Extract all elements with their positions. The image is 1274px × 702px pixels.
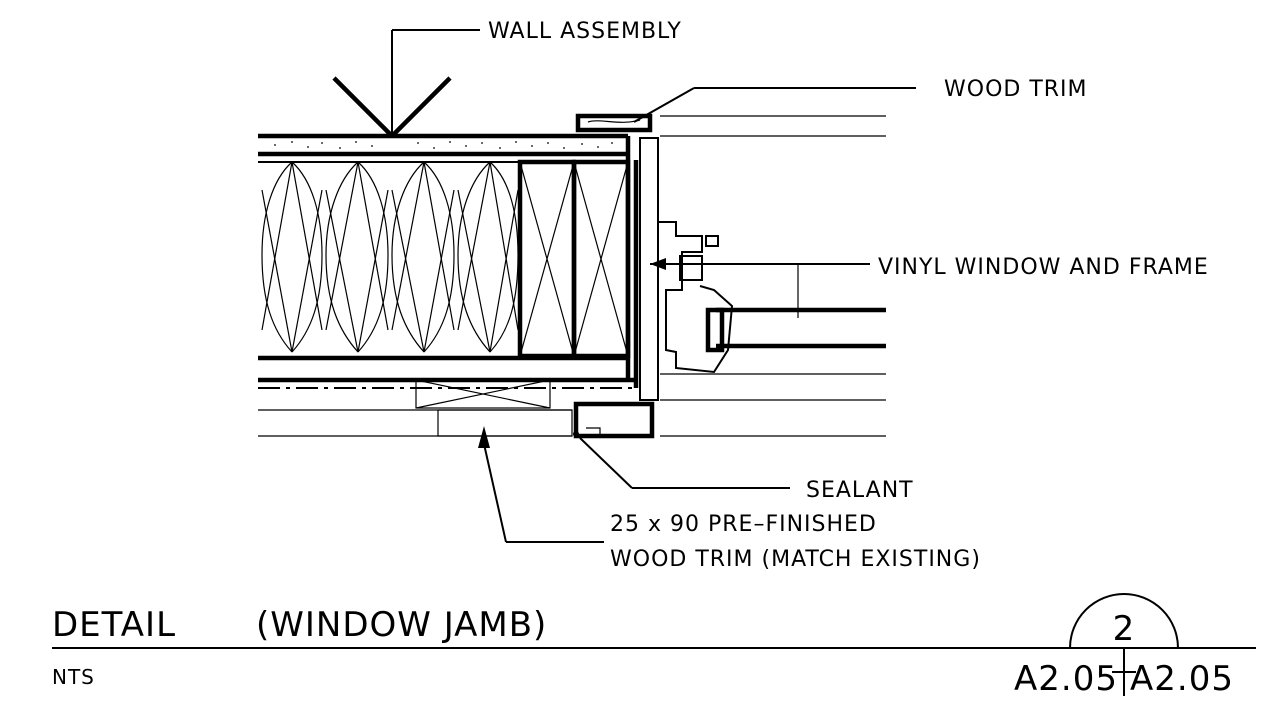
stucco-stipple bbox=[274, 141, 613, 149]
callout-trim-line2: WOOD TRIM (MATCH EXISTING) bbox=[610, 547, 981, 572]
detail-title-block: DETAIL (WINDOW JAMB) NTS 2 A2.05 A2.05 bbox=[52, 593, 1256, 699]
callout-trim-line1: 25 x 90 PRE–FINISHED bbox=[610, 512, 877, 537]
interior-wood-trim bbox=[437, 409, 573, 437]
jamb-studs bbox=[517, 159, 631, 359]
sheet-ref-right: A2.05 bbox=[1130, 659, 1234, 699]
wall-assembly-section bbox=[258, 133, 639, 437]
sheet-ref-left: A2.05 bbox=[1014, 659, 1118, 699]
blocking bbox=[415, 379, 551, 409]
callout-sealant: SEALANT bbox=[806, 478, 914, 503]
detail-number: 2 bbox=[1113, 609, 1136, 649]
callout-vinyl-window: VINYL WINDOW AND FRAME bbox=[878, 255, 1209, 280]
detail-bubble bbox=[1069, 593, 1179, 649]
callout-leaders bbox=[332, 29, 916, 543]
scale-label: NTS bbox=[52, 665, 95, 689]
detail-label: DETAIL bbox=[52, 605, 176, 645]
detail-name: (WINDOW JAMB) bbox=[256, 605, 547, 645]
vinyl-window-frame bbox=[639, 115, 886, 437]
batt-insulation bbox=[261, 161, 519, 353]
callout-wood-trim: WOOD TRIM bbox=[944, 77, 1088, 102]
sealant-bead bbox=[573, 431, 579, 437]
interior-return-trim bbox=[573, 401, 655, 439]
callout-wall-assembly: WALL ASSEMBLY bbox=[488, 19, 682, 44]
